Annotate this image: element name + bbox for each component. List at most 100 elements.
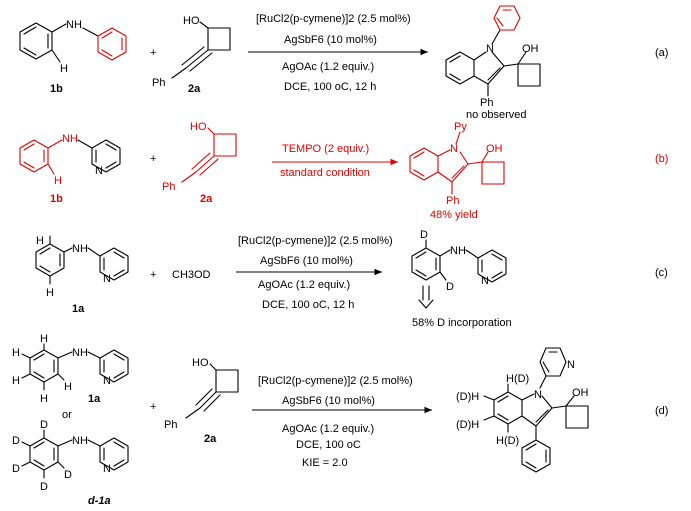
condition-solvent-temp: DCE, 100 oC [296,439,361,451]
indole-n-label: N [486,43,494,55]
phenyl-ph-label: Ph [162,181,175,193]
hydroxyl-oh-label: OH [486,143,503,155]
amine-nh-label: NH [72,243,88,255]
deuterium-top-label: D [420,229,428,241]
pyridine-n-label: N [567,359,575,371]
condition-solvent-temp: DCE, 100 oC, 12 h [262,299,354,311]
condition-catalyst: [RuCl2(p-cymene)]2 (2.5 mol%) [258,375,413,387]
condition-tempo: TEMPO (2 equiv.) [282,143,369,155]
row-b: NH H N 1b + HO Ph 2a TEMPO (2 equiv.) st… [19,121,668,221]
reactant-2a-label: 2a [188,83,201,95]
hydroxyl-ho-label: HO [183,15,200,27]
h-label: H [12,347,20,359]
pyridine-n-label: N [103,273,111,285]
product-c-structure [411,239,507,309]
condition-catalyst: [RuCl2(p-cymene)]2 (2.5 mol%) [256,13,411,25]
h-label: H [64,381,72,393]
condition-oxidant: AgOAc (1.2 equiv.) [258,279,350,291]
h-label: H [40,393,48,405]
product-phenyl-label: Ph [446,195,459,207]
d-label: D [12,435,20,447]
pyridine-n-label: N [95,165,103,177]
row-label-d: (d) [655,405,668,417]
h-label: H [40,333,48,345]
condition-solvent-temp: DCE, 100 oC, 12 h [284,81,376,93]
reactant-1a-label: 1a [88,393,101,405]
condition-oxidant: AgOAc (1.2 equiv.) [282,423,374,435]
amine-nh-label: NH [72,435,88,447]
reactant-2a-structure [171,21,231,79]
phenyl-ph-label: Ph [152,77,165,89]
reactant-1a-h-structure [21,343,129,391]
condition-catalyst: [RuCl2(p-cymene)]2 (2.5 mol%) [238,235,393,247]
hd-top-label: H(D) [506,373,529,385]
d-incorporation-note: 58% D incorporation [412,317,512,329]
phenyl-ph-label: Ph [164,419,177,431]
amine-nh-label: NH [62,133,78,145]
row-label-b: (b) [655,153,668,165]
row-d: H H H H H NH N 1a or D D D D D [12,333,668,507]
reactant-1b-label: 1b [50,193,63,205]
reactant-d-1a-structure [21,429,129,479]
reactant-1b-label: 1b [50,83,63,95]
reactant-2a-structure [181,127,237,183]
plus-sign: + [150,153,156,165]
reactant-1b-structure [19,22,127,63]
reactant-2a-label: 2a [204,433,217,445]
dh-left-upper-label: (D)H [456,391,479,403]
ortho-h-bottom-label: H [46,287,54,299]
h-label: H [12,375,20,387]
ortho-h-top-label: H [36,235,44,247]
reactant-2a-structure [185,363,239,419]
deuterium-ortho-label: D [446,281,454,293]
plus-sign: + [150,401,156,413]
pyridine-n-label: N [103,375,111,387]
hydroxyl-ho-label: HO [192,357,209,369]
reactant-1b-pyridyl-structure [19,139,121,175]
row-c: H H NH N 1a + CH3OD [RuCl2(p-cymene)]2 (… [35,229,668,329]
condition-additive: AgSbF6 (10 mol%) [260,255,353,267]
condition-standard: standard condition [280,167,370,179]
reactant-d-1a-label: d-1a [88,495,111,507]
condition-oxidant: AgOAc (1.2 equiv.) [282,61,374,73]
reactant-2a-label: 2a [200,193,213,205]
amine-nh-label: NH [66,19,82,31]
ortho-h-label: H [54,175,62,187]
condition-kie: KIE = 2.0 [302,457,348,469]
amine-nh-label: NH [72,347,88,359]
condition-additive: AgSbF6 (10 mol%) [284,34,377,46]
product-phenyl-label: Ph [480,97,493,109]
pyridine-n-label: N [481,275,489,287]
product-a-structure [445,5,541,97]
dh-left-lower-label: (D)H [456,419,479,431]
product-b-structure [409,131,505,195]
plus-sign: + [150,47,156,59]
amine-nh-label: NH [450,245,466,257]
reactant-1a-structure [35,235,129,285]
hd-bottom-label: H(D) [496,435,519,447]
plus-sign: + [150,269,156,281]
row-label-c: (c) [655,267,668,279]
pyridine-n-label: N [103,463,111,475]
hydroxyl-ho-label: HO [190,121,207,133]
reactant-1a-label: 1a [72,303,85,315]
condition-additive: AgSbF6 (10 mol%) [282,395,375,407]
reagent-ch3od: CH3OD [172,269,211,281]
hydroxyl-oh-label: OH [522,43,539,55]
product-yield: 48% yield [430,209,478,221]
hydroxyl-oh-label: OH [572,387,589,399]
row-a: NH H 1b + HO Ph 2a [RuCl2(p-cymene)]2 (2… [19,5,668,121]
d-label: D [40,419,48,431]
pyridyl-py-label: Py [454,121,467,133]
d-label: D [40,481,48,493]
ortho-h-label: H [60,63,68,75]
indole-n-label: N [534,389,542,401]
or-label: or [62,409,72,421]
d-label: D [64,469,72,481]
row-label-a: (a) [655,47,668,59]
d-label: D [12,463,20,475]
product-d-structure [483,347,589,473]
product-note-not-observed: no observed [466,109,527,121]
indole-n-label: N [450,143,458,155]
